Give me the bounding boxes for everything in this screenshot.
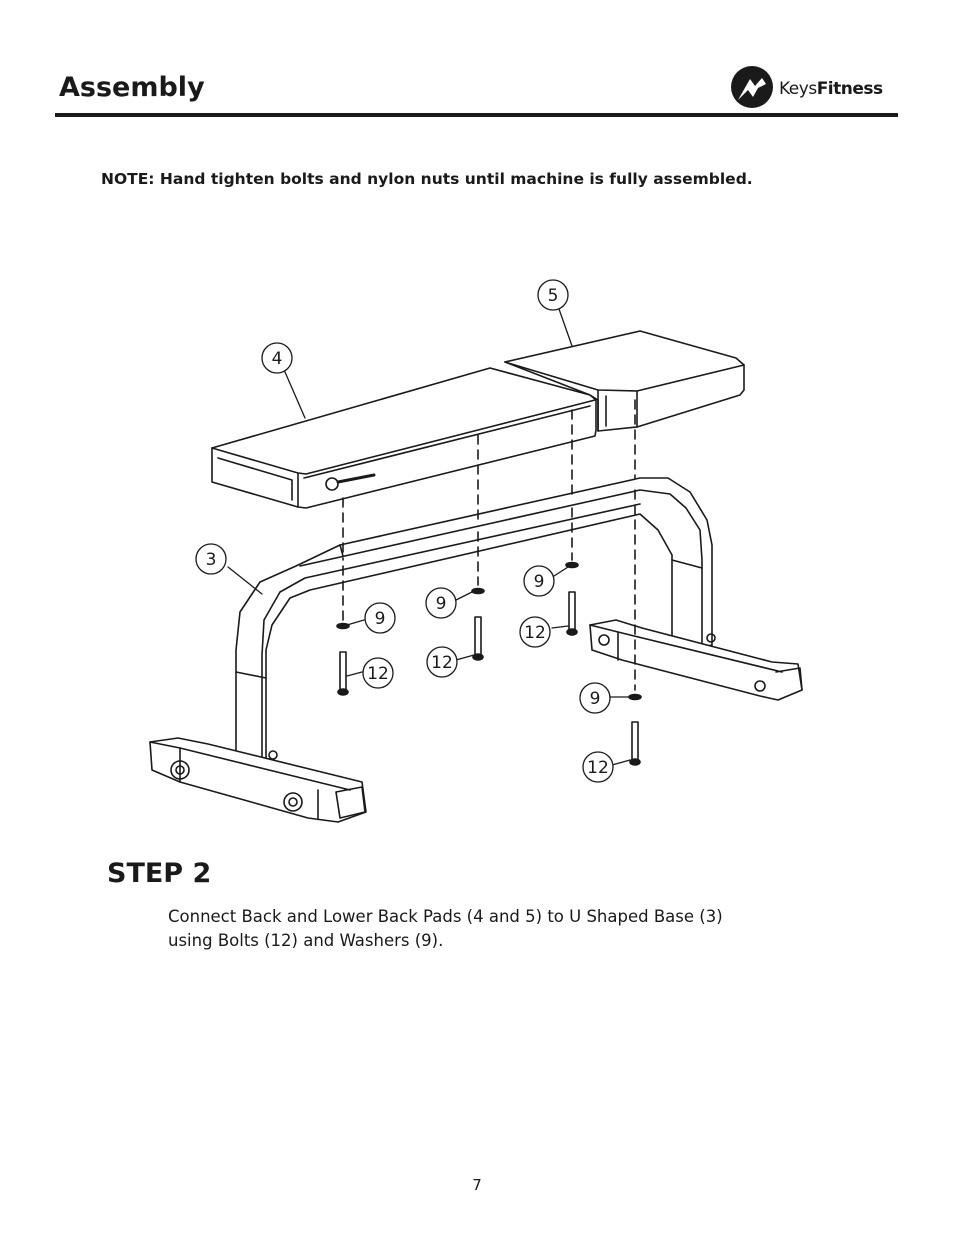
keys-fitness-logo-icon [731, 66, 773, 108]
page-title: Assembly [59, 72, 205, 103]
washers [336, 561, 642, 701]
u-shaped-base [235, 477, 716, 761]
pad-logo [325, 473, 376, 491]
page-number: 7 [472, 1176, 482, 1194]
brand-name-keys: Keys [779, 79, 817, 99]
svg-text:9: 9 [590, 689, 601, 709]
step-instructions-line-1: Connect Back and Lower Back Pads (4 and … [168, 907, 723, 926]
callout-12-a: 12 [362, 657, 394, 689]
svg-text:12: 12 [587, 758, 609, 778]
callout-3: 3 [195, 543, 227, 575]
callout-12-b: 12 [426, 646, 458, 678]
step-instructions: Connect Back and Lower Back Pads (4 and … [168, 905, 808, 953]
lower-back-pad [504, 330, 745, 432]
callout-12-c: 12 [519, 616, 551, 648]
bolts [337, 591, 641, 766]
leader-lines [227, 308, 631, 766]
callout-9-b: 9 [425, 587, 457, 619]
callout-9-d: 9 [579, 682, 611, 714]
callout-9-a: 9 [364, 602, 396, 634]
svg-text:12: 12 [431, 653, 453, 673]
callout-12-d: 12 [582, 751, 614, 783]
callout-9-c: 9 [523, 565, 555, 597]
header-divider [55, 113, 898, 117]
step-title: STEP 2 [107, 858, 212, 889]
assembly-note: NOTE: Hand tighten bolts and nylon nuts … [101, 170, 753, 188]
assembly-diagram: 5 4 3 9 9 9 9 12 12 12 12 [149, 279, 803, 823]
callout-4: 4 [261, 342, 293, 374]
svg-text:9: 9 [375, 609, 386, 629]
step-instructions-line-2: using Bolts (12) and Washers (9). [168, 931, 444, 950]
svg-text:5: 5 [548, 286, 559, 306]
back-pad [211, 367, 597, 509]
callout-5: 5 [537, 279, 569, 311]
alignment-lines [342, 399, 636, 691]
front-stabilizer [149, 737, 367, 823]
svg-text:12: 12 [524, 623, 546, 643]
svg-text:4: 4 [272, 349, 283, 369]
brand-name: KeysFitness [779, 79, 883, 99]
brand-logo: KeysFitness [729, 64, 901, 110]
svg-text:12: 12 [367, 664, 389, 684]
svg-text:3: 3 [206, 550, 217, 570]
svg-text:9: 9 [436, 594, 447, 614]
rear-stabilizer [589, 619, 803, 701]
brand-name-fitness: Fitness [816, 79, 883, 99]
svg-text:9: 9 [534, 572, 545, 592]
